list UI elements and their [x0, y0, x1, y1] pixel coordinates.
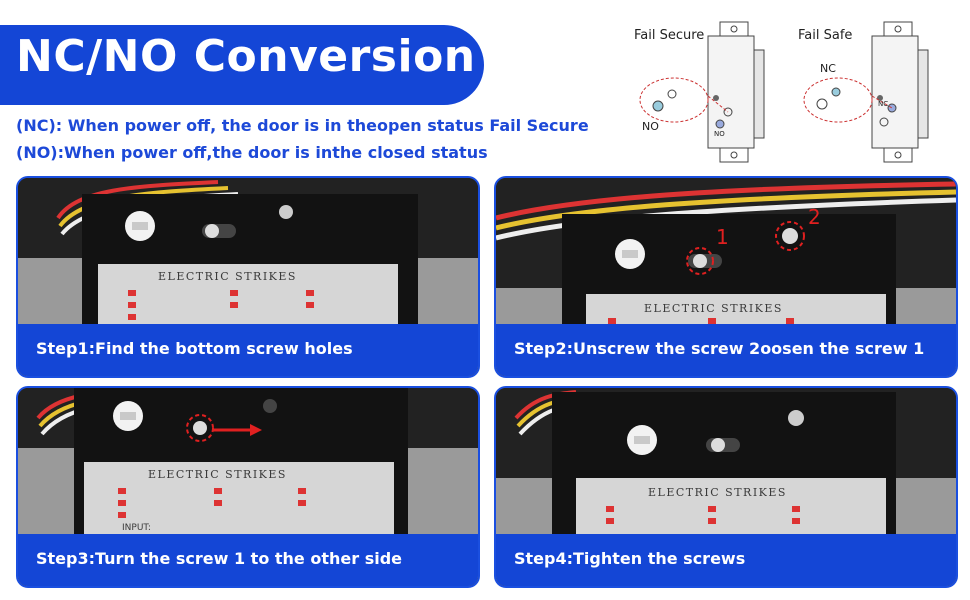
fail-safe-small-label: NC — [878, 100, 889, 108]
fail-secure-lock-drawing — [639, 21, 765, 163]
step3-caption: Step3:Turn the screw 1 to the other side — [36, 549, 402, 568]
step1-caption-bar: Step1:Find the bottom screw holes — [18, 324, 478, 376]
step3-panel: ELECTRIC STRIKES INPUT: Step3:Turn the s… — [16, 386, 480, 588]
fail-safe-lock-drawing — [803, 21, 929, 163]
step2-caption: Step2:Unscrew the screw 2oosen the screw… — [514, 339, 925, 358]
step2-marker-2: 2 — [808, 205, 821, 229]
fail-secure-no-label: NO — [642, 120, 659, 133]
step1-caption: Step1:Find the bottom screw holes — [36, 339, 353, 358]
step2-panel: 1 2 ELECTRIC STRIKES Step2:Unscrew the s… — [494, 176, 958, 378]
nc-description: (NC): When power off, the door is in the… — [16, 116, 589, 135]
step4-panel: ELECTRIC STRIKES Step4:Tighten the screw… — [494, 386, 958, 588]
fail-safe-nc-label: NC — [820, 62, 836, 75]
title-banner: NC/NO Conversion — [0, 25, 484, 105]
step4-plate-label: ELECTRIC STRIKES — [648, 486, 787, 499]
no-description: (NO):When power off,the door is inthe cl… — [16, 143, 488, 162]
step3-caption-bar: Step3:Turn the screw 1 to the other side — [18, 534, 478, 586]
step3-plate-label: ELECTRIC STRIKES — [148, 468, 287, 481]
step2-caption-bar: Step2:Unscrew the screw 2oosen the screw… — [496, 324, 956, 376]
step2-plate-label: ELECTRIC STRIKES — [644, 302, 783, 315]
fail-safe-diagram: Fail Safe NC NC — [792, 20, 942, 170]
step2-marker-1: 1 — [716, 225, 729, 249]
step1-plate-label: ELECTRIC STRIKES — [158, 270, 297, 283]
step4-caption-bar: Step4:Tighten the screws — [496, 534, 956, 586]
step4-caption: Step4:Tighten the screws — [514, 549, 746, 568]
fail-safe-title: Fail Safe — [798, 28, 853, 43]
step1-panel: ELECTRIC STRIKES Step1:Find the bottom s… — [16, 176, 480, 378]
fail-secure-diagram: Fail Secure NO NO — [628, 20, 778, 170]
page-title: NC/NO Conversion — [16, 31, 476, 82]
fail-secure-small-label: NO — [714, 130, 725, 138]
fail-secure-title: Fail Secure — [634, 28, 705, 43]
step3-input-label: INPUT: — [122, 523, 151, 533]
